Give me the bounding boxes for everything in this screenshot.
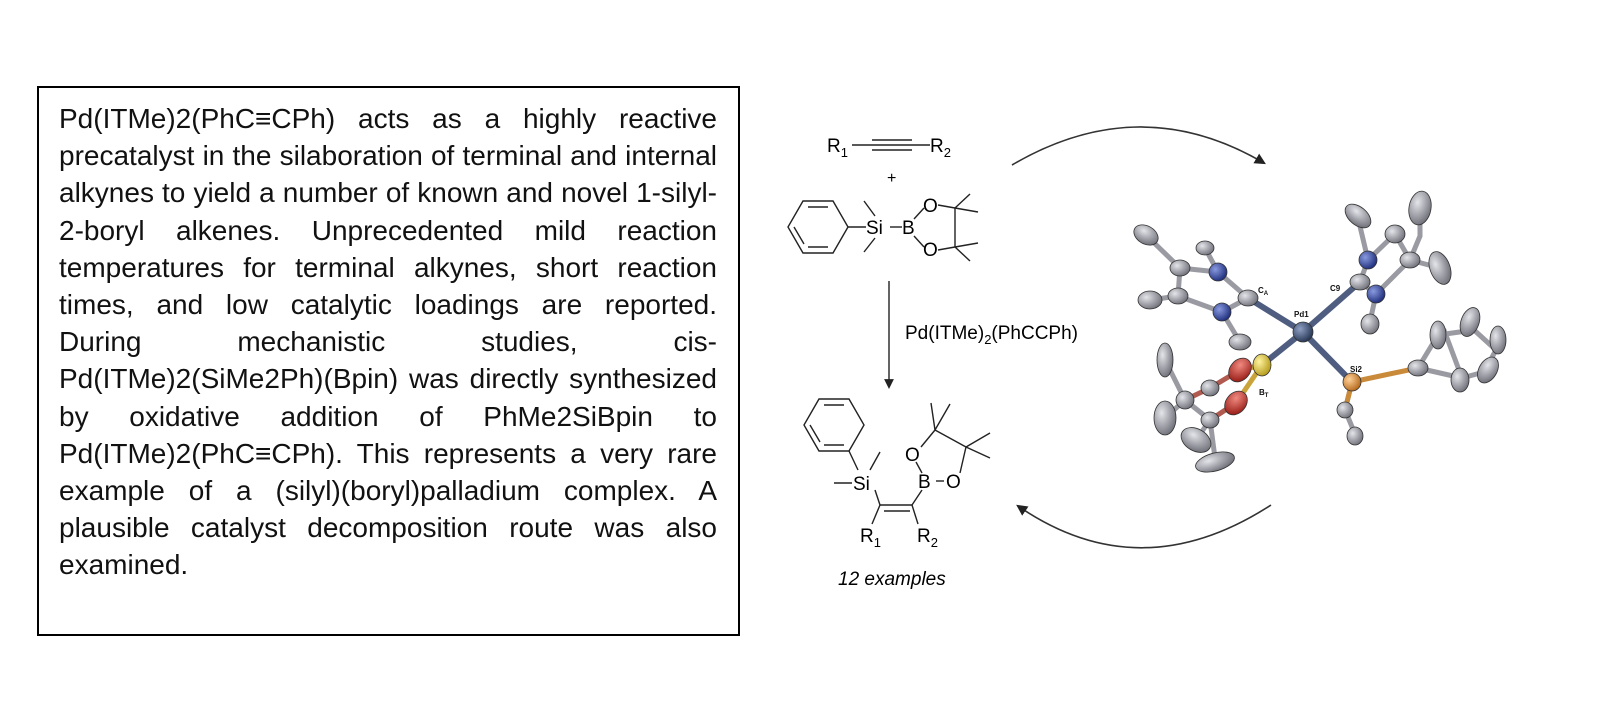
silylborane-o-top: O <box>923 196 938 217</box>
plus-sign: + <box>887 170 896 187</box>
top-cycle-arrow <box>1011 126 1266 166</box>
reaction-scheme: R1 R2 + Si B O O Pd(ITMe)2(PhCCPh) <box>787 126 1507 590</box>
product-o-top: O <box>905 445 920 466</box>
abstract-text: Pd(ITMe)2(PhC≡CPh) acts as a highly reac… <box>59 103 717 581</box>
product-si: Si <box>853 474 870 495</box>
silylborane-b: B <box>902 218 915 239</box>
silylborane-si: Si <box>866 218 883 239</box>
silylborane-reactant <box>787 193 979 262</box>
label-bt: BT <box>1259 388 1269 399</box>
alkyne-r2: R2 <box>930 136 951 160</box>
bottom-cycle-arrow <box>1016 504 1272 549</box>
abstract-box: Pd(ITMe)2(PhC≡CPh) acts as a highly reac… <box>37 86 740 636</box>
product-r2: R2 <box>917 526 938 550</box>
crystal-structure: Pd1 Si2 BT CA C9 <box>1133 190 1507 473</box>
product-r1: R1 <box>860 526 881 550</box>
alkyne-r1: R1 <box>827 136 848 160</box>
product-o-right: O <box>946 472 961 493</box>
label-pd1: Pd1 <box>1294 310 1309 319</box>
label-si2: Si2 <box>1350 365 1363 374</box>
examples-count: 12 examples <box>838 569 946 590</box>
alkyne-reactant: R1 R2 <box>827 136 951 160</box>
silylborane-o-bottom: O <box>923 240 938 261</box>
catalyst-label: Pd(ITMe)2(PhCCPh) <box>905 323 1078 347</box>
label-c9: C9 <box>1330 284 1341 293</box>
product-structure <box>803 398 991 525</box>
label-ca: CA <box>1258 286 1269 297</box>
product-b: B <box>918 472 931 493</box>
